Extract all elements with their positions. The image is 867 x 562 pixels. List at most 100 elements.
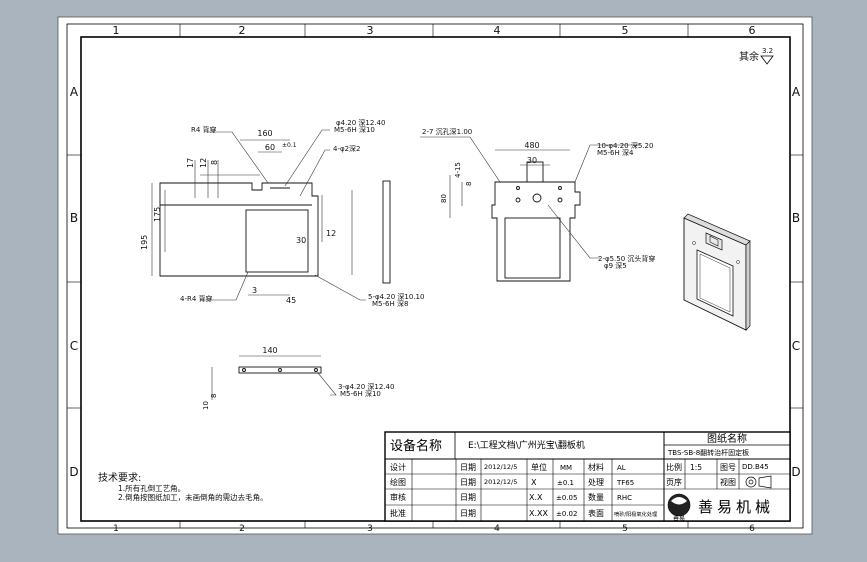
row-2-mat: TF65 (616, 479, 634, 487)
side-dim-30: 30 (527, 156, 537, 165)
row-2-date-label: 日期 (460, 478, 476, 487)
side-callout-bottom-2: φ9 深5 (604, 261, 627, 270)
front-view: 160 60 ±0.1 195 175 17 12 8 30 12 3 45 R… (140, 118, 424, 308)
bottom-dim-10: 10 (202, 401, 210, 410)
row-3-date-label: 日期 (460, 493, 476, 502)
row-4-mat: 喷砂/阳极氧化处理 (614, 510, 658, 518)
col-label-4-bottom: 4 (494, 524, 500, 534)
col-label-6: 6 (749, 24, 756, 37)
equipment-label: 设备名称 (390, 438, 442, 454)
row-3-mat: RHC (617, 494, 632, 502)
row-1-mat-label: 材料 (588, 462, 604, 472)
row-label-d: D (69, 465, 78, 479)
drawing-no: DD.B45 (742, 463, 769, 471)
dim-195: 195 (140, 235, 149, 250)
scale-value: 1:5 (690, 463, 702, 472)
view-label: 视图 (720, 477, 736, 487)
bottom-callout-2: M5-6H 深10 (340, 389, 381, 398)
front-side-strip (382, 180, 391, 284)
zone-ticks (67, 24, 803, 528)
company-logo-icon: 善易 (667, 493, 691, 522)
drawing-no-label: 图号 (720, 463, 736, 472)
callout-r4-bottom: 4-R4 背穿 (180, 294, 213, 303)
title-block: 设备名称 E:\工程文档\广州光宝\翻板机 图纸名称 TBS-SB-8翻转治杆固… (384, 431, 791, 522)
bottom-dim-140: 140 (262, 346, 277, 355)
row-2-unit-label: X (531, 478, 537, 487)
row-4-role: 批准 (390, 508, 406, 518)
dim-60: 60 (265, 143, 275, 152)
dim-175: 175 (153, 207, 162, 222)
callout-hole-top-1: φ4.20 深12.40 (336, 118, 385, 127)
bottom-callout-1: 3-φ4.20 深12.40 (338, 382, 394, 391)
dim-60-tol: ±0.1 (282, 142, 297, 149)
bottom-dim-8: 8 (210, 394, 218, 398)
col-label-2-bottom: 2 (239, 524, 245, 534)
dim-160: 160 (257, 129, 272, 138)
row-2-mat-label: 处理 (588, 477, 604, 487)
row-3-role: 审核 (390, 492, 406, 502)
front-view-window (245, 209, 309, 273)
col-label-1-bottom: 1 (113, 524, 119, 534)
row-label-d-right: D (791, 465, 800, 479)
row-4-unit-label: X.XX (529, 509, 549, 518)
row-4-date-label: 日期 (460, 509, 476, 518)
bottom-view: 140 10 8 3-φ4.20 深12.40 M5-6H 深10 (202, 346, 394, 410)
row-label-c-right: C (792, 339, 800, 353)
roughness-symbol: 其余 3.2 (739, 47, 774, 65)
equipment-path: E:\工程文档\广州光宝\翻板机 (468, 439, 585, 451)
row-1-role: 设计 (390, 462, 406, 472)
row-1-unit: MM (560, 464, 572, 472)
row-3-unit-label: X.X (529, 493, 543, 502)
projection-symbol-icon (745, 475, 772, 489)
notes-item-1: 1.所有孔倒工艺角。 (118, 483, 185, 493)
side-view: 480 30 80 4-15 8 2-7 沉孔深1.00 10-φ4.20 深5… (420, 127, 655, 282)
callout-hole-bottom-1: 5-φ4.20 深10.10 (368, 292, 424, 301)
side-callout-bottom-1: 2-φ5.50 沉头背穿 (598, 254, 655, 263)
col-label-3-bottom: 3 (367, 524, 373, 534)
row-label-b: B (70, 211, 78, 225)
roughness-value: 3.2 (762, 47, 773, 55)
row-label-a: A (70, 85, 79, 99)
technical-notes: 技术要求: 1.所有孔倒工艺角。 2.倒角按图纸加工，未画倒角的需边去毛角。 (98, 471, 268, 502)
dim-12: 12 (199, 158, 208, 168)
col-label-2: 2 (239, 24, 246, 37)
row-label-a-right: A (792, 85, 801, 99)
bottom-view-outline (238, 366, 322, 374)
row-1-date: 2012/12/5 (484, 463, 517, 471)
dim-30: 30 (296, 236, 306, 245)
side-dim-8: 8 (465, 182, 473, 186)
notes-item-2: 2.倒角按图纸加工，未画倒角的需边去毛角。 (118, 492, 268, 502)
zone-border (66, 23, 804, 529)
front-view-outline (159, 182, 319, 277)
side-dim-480: 480 (524, 141, 539, 150)
col-label-3: 3 (367, 24, 374, 37)
row-3-unit: ±0.05 (556, 494, 577, 502)
side-callout-top-left: 2-7 沉孔深1.00 (422, 127, 472, 136)
drawing-name: TBS-SB-8翻转治杆固定板 (667, 448, 749, 457)
isometric-view (683, 213, 751, 331)
row-2-role: 绘图 (390, 477, 406, 487)
row-1-unit-label: 单位 (531, 462, 547, 472)
row-1-mat: AL (617, 464, 626, 472)
row-label-c: C (70, 339, 78, 353)
callout-hole-bottom-2: M5-6H 深8 (372, 299, 408, 308)
col-label-5: 5 (622, 24, 629, 37)
row-3-mat-label: 数量 (588, 492, 604, 502)
roughness-prefix: 其余 (739, 50, 759, 63)
side-callout-top-right-2: M5-6H 深4 (597, 148, 634, 157)
col-label-5-bottom: 5 (622, 524, 628, 534)
side-dim-80: 80 (440, 194, 448, 203)
row-label-b-right: B (792, 211, 800, 225)
col-label-6-bottom: 6 (749, 524, 755, 534)
dim-17: 17 (186, 158, 195, 168)
row-2-date: 2012/12/5 (484, 478, 517, 486)
row-4-mat-label: 表面 (588, 508, 604, 518)
dim-8: 8 (210, 160, 219, 165)
dim-12-right: 12 (326, 229, 336, 238)
page-label: 页序 (666, 477, 682, 487)
scale-label: 比例 (666, 462, 682, 472)
dim-45: 45 (286, 296, 296, 305)
row-2-unit: ±0.1 (557, 479, 574, 487)
callout-r4-top: R4 背穿 (191, 125, 217, 134)
